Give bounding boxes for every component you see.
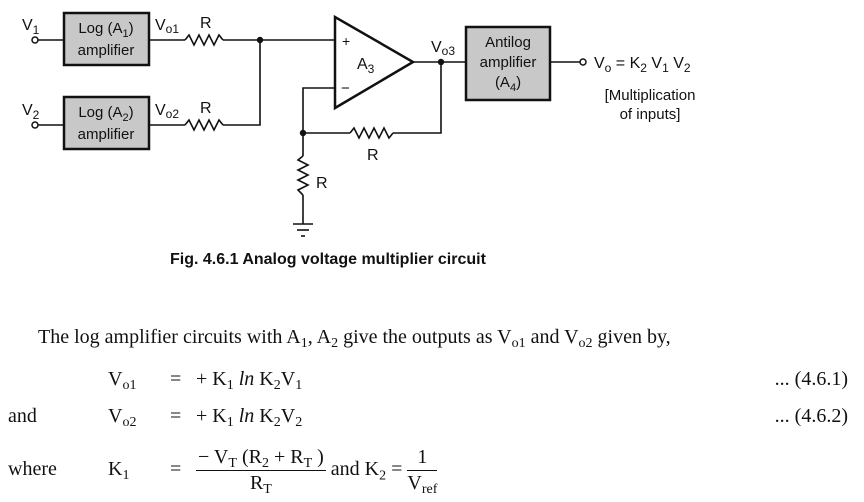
log-amplifier-a2-block (62, 95, 151, 151)
equation-4-6-1: Vo1 = + K1 ln K2V1 ... (4.6.1) (0, 368, 864, 398)
k1-fraction: − VT (R2 + RT ) RT (196, 446, 326, 498)
equals-sign: = (170, 458, 182, 480)
figure-caption: Fig. 4.6.1 Analog voltage multiplier cir… (170, 251, 486, 268)
equals-sign: = (170, 405, 182, 427)
opamp-plus-sign: + (342, 33, 350, 49)
antilog-line3: (A4) (495, 74, 521, 94)
terminal-v2 (31, 121, 39, 129)
equation-number: ... (4.6.2) (774, 405, 848, 427)
output-note-line1: [Multiplication (605, 87, 696, 104)
wire-minus (302, 87, 335, 156)
equation-number: ... (4.6.1) (774, 368, 848, 390)
log1-line1: Log (A1) (78, 20, 133, 40)
log2-line1: Log (A2) (78, 104, 133, 124)
resistor-feedback (349, 126, 394, 140)
equation-lhs: Vo2 (108, 405, 137, 431)
label-vo3: Vo3 (431, 39, 455, 58)
label-v1: V1 (22, 17, 40, 37)
body-paragraph: The log amplifier circuits with A1, A2 g… (38, 326, 671, 352)
log-amplifier-a1-block (62, 11, 151, 67)
opamp-a3-triangle (333, 14, 416, 111)
opamp-label: A3 (357, 56, 375, 76)
k1-denominator: RT (249, 472, 272, 498)
k2-numerator: 1 (407, 446, 438, 471)
resistor-r1 (184, 33, 224, 47)
multiplier-circuit-diagram: V1 V2 Log (A1) amplifier Log (A2) amplif… (22, 11, 696, 237)
equation-label: and (8, 405, 37, 427)
equation-lhs: Vo1 (108, 368, 137, 394)
junction-feedback (299, 129, 307, 137)
k2-fraction: 1 Vref (407, 446, 438, 498)
wire-fb-right (393, 62, 442, 134)
equation-k-definitions: where K1 = − VT (R2 + RT ) RT and K2 = 1… (0, 446, 864, 497)
log2-line2: amplifier (78, 126, 135, 143)
junction-sum (256, 36, 264, 44)
equation-4-6-2: and Vo2 = + K1 ln K2V2 ... (4.6.2) (0, 405, 864, 435)
resistor-r2 (184, 118, 224, 132)
log1-line2: amplifier (78, 42, 135, 59)
wire-sum (223, 40, 261, 126)
antilog-amplifier-a4-block (464, 25, 552, 102)
antilog-line2: amplifier (480, 54, 537, 71)
k2-denominator: Vref (407, 472, 438, 498)
equation-lhs: K1 (108, 458, 130, 484)
label-r-ground: R (316, 175, 328, 192)
output-equation: Vo = K2 V1 V2 (594, 55, 691, 75)
equation-rhs: + K1 ln K2V1 (196, 368, 303, 394)
label-vo1: Vo1 (155, 17, 179, 36)
terminal-vout (579, 58, 587, 66)
label-r1: R (200, 15, 212, 32)
antilog-line1: Antilog (485, 34, 531, 51)
label-vo2: Vo2 (155, 102, 179, 121)
label-r-feedback: R (367, 147, 379, 164)
output-note-line2: of inputs] (620, 106, 681, 123)
terminal-v1 (31, 36, 39, 44)
junction-vo3 (437, 58, 445, 66)
resistor-ground (296, 155, 310, 196)
label-v2: V2 (22, 102, 40, 122)
opamp-minus-sign: − (341, 80, 350, 97)
equation-label: where (8, 458, 57, 480)
k1-numerator: − VT (R2 + RT ) (196, 446, 326, 472)
equals-sign: = (170, 368, 182, 390)
label-r2: R (200, 100, 212, 117)
equation-rhs: + K1 ln K2V2 (196, 405, 303, 431)
equation-rhs: − VT (R2 + RT ) RT and K2 = 1 Vref (196, 446, 438, 498)
